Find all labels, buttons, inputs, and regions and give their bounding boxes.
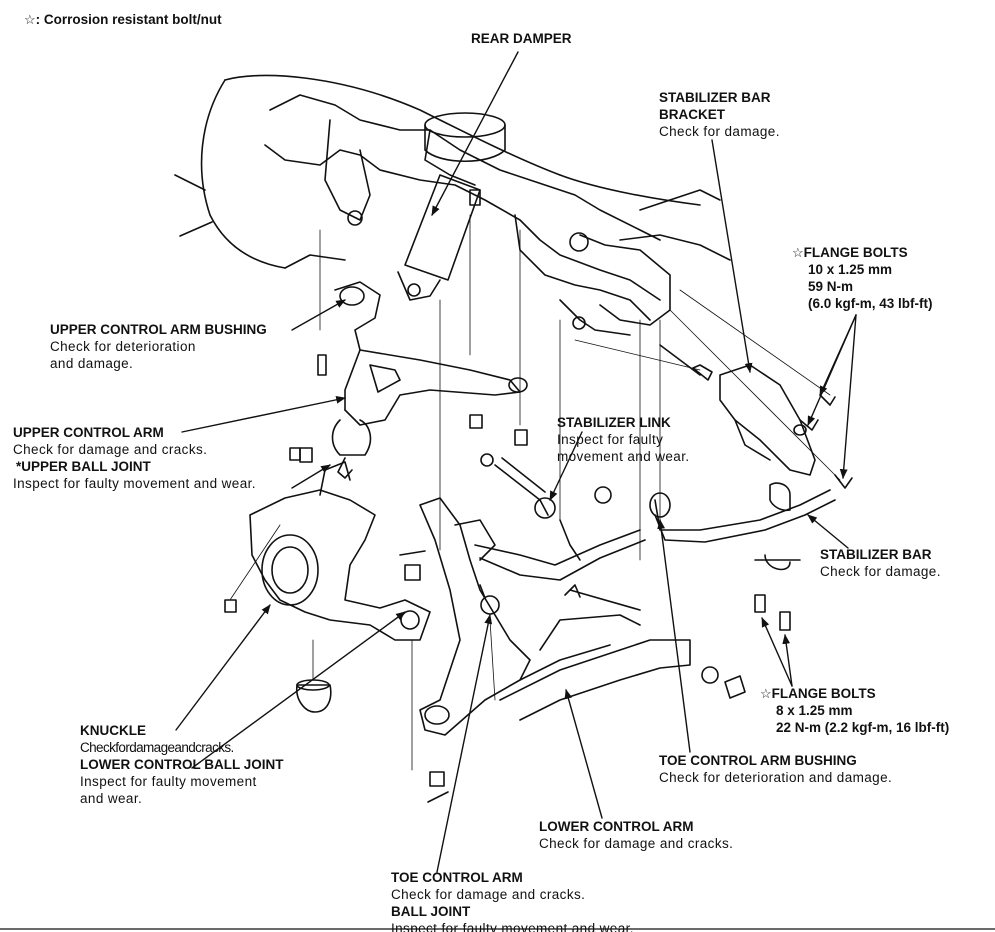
label-title: TOE CONTROL ARM BUSHING: [659, 753, 857, 768]
label-title: *UPPER BALL JOINT: [16, 459, 151, 474]
label-note: Inspect for faulty: [557, 432, 664, 447]
legend: ☆: Corrosion resistant bolt/nut: [24, 11, 222, 28]
label-note: Check for deterioration and damage.: [659, 770, 893, 785]
label-note: Inspect for faulty movement and wear.: [13, 476, 256, 491]
label-title: LOWER CONTROL ARM: [539, 819, 694, 834]
label-stabilizer-bar: STABILIZER BAR Check for damage.: [820, 546, 941, 580]
leader-lines: [175, 51, 857, 873]
label-title: LOWER CONTROL BALL JOINT: [80, 757, 284, 772]
label-spec: 22 N-m (2.2 kgf-m, 16 lbf-ft): [776, 720, 950, 735]
rear-damper: [397, 112, 506, 301]
upper-control-arm: [331, 281, 528, 479]
stabilizer-bar-bracket: [719, 364, 816, 476]
label-toe-control-arm-bushing: TOE CONTROL ARM BUSHING Check for deteri…: [659, 752, 892, 786]
lower-control-arm: [419, 497, 691, 736]
label-title: KNUCKLE: [80, 723, 146, 738]
label-title: STABILIZER LINK: [557, 415, 671, 430]
label-note: Checkfordamageandcracks.: [80, 740, 234, 755]
stabilizer-link-and-bar: [494, 457, 836, 571]
label-title: STABILIZER BAR: [820, 547, 932, 562]
label-flange-bolts-lower: ☆FLANGE BOLTS 8 x 1.25 mm 22 N-m (2.2 kg…: [760, 685, 949, 736]
label-flange-bolts-upper: ☆FLANGE BOLTS 10 x 1.25 mm 59 N-m (6.0 k…: [792, 244, 933, 312]
bolts-and-washers: [289, 189, 853, 699]
knuckle: [249, 461, 431, 641]
label-spec: 8 x 1.25 mm: [776, 703, 853, 718]
label-note: Check for deterioration: [50, 339, 196, 354]
label-note: and damage.: [50, 356, 134, 371]
label-note: Check for damage and cracks.: [539, 836, 734, 851]
label-note: Check for damage and cracks.: [13, 442, 208, 457]
label-note: Check for damage.: [659, 124, 780, 139]
label-title: UPPER CONTROL ARM BUSHING: [50, 322, 267, 337]
label-note: Check for damage and cracks.: [391, 887, 586, 902]
legend-text: : Corrosion resistant bolt/nut: [35, 12, 222, 27]
label-upper-control-arm-bushing: UPPER CONTROL ARM BUSHING Check for dete…: [50, 321, 267, 372]
label-spec: 10 x 1.25 mm: [808, 262, 893, 277]
label-spec: 59 N-m: [808, 279, 854, 294]
label-title: STABILIZER BAR: [659, 90, 771, 105]
label-note: movement and wear.: [557, 449, 690, 464]
label-title: BRACKET: [659, 107, 725, 122]
label-rear-damper: REAR DAMPER: [471, 31, 572, 46]
label-title: UPPER CONTROL ARM: [13, 425, 164, 440]
label-upper-control-arm: UPPER CONTROL ARM Check for damage and c…: [13, 424, 256, 492]
label-lower-control-arm: LOWER CONTROL ARM Check for damage and c…: [539, 818, 733, 852]
chassis-body-outline: [174, 74, 721, 269]
label-title: BALL JOINT: [391, 904, 471, 919]
label-note: Check for damage.: [820, 564, 941, 579]
label-toe-control-arm: TOE CONTROL ARM Check for damage and cra…: [391, 869, 634, 932]
assembly-lines: [229, 214, 841, 771]
label-note: Inspect for faulty movement: [80, 774, 257, 789]
star-icon: ☆: [792, 245, 804, 260]
toe-control-arm: [474, 529, 646, 615]
label-title: TOE CONTROL ARM: [391, 870, 523, 885]
label-note: and wear.: [80, 791, 143, 806]
star-icon: ☆: [760, 686, 772, 701]
label-knuckle: KNUCKLE Checkfordamageandcracks. LOWER C…: [80, 722, 284, 807]
label-stabilizer-bar-bracket: STABILIZER BAR BRACKET Check for damage.: [659, 89, 780, 140]
label-title: FLANGE BOLTS: [803, 245, 908, 260]
star-icon: ☆: [24, 12, 36, 27]
label-stabilizer-link: STABILIZER LINK Inspect for faulty movem…: [557, 414, 690, 465]
label-spec: (6.0 kgf-m, 43 lbf-ft): [808, 296, 933, 311]
label-note: Inspect for faulty movement and wear.: [391, 921, 634, 932]
label-title: FLANGE BOLTS: [771, 686, 876, 701]
